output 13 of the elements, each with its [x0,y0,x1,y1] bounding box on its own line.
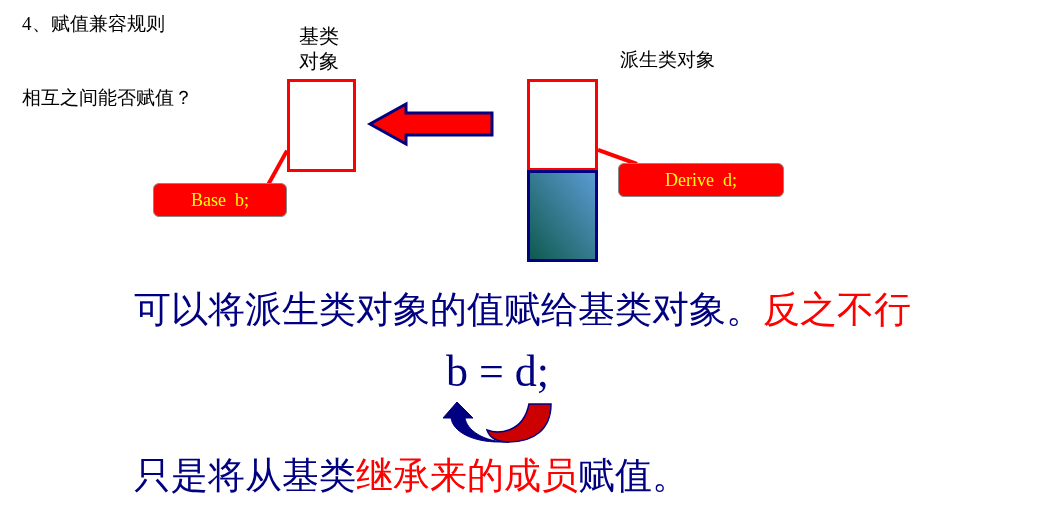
callout-bubble: Base b; [153,183,287,217]
block-arrow [366,101,494,147]
filled-block [527,170,598,262]
callout-tail [266,149,289,185]
sentence: 只是将从基类继承来的成员赋值。 [134,454,689,498]
question-text: 相互之间能否赋值？ [22,86,193,110]
object-box [527,79,598,171]
code-expression: b = d; [446,346,550,398]
callout-bubble: Derive d; [618,163,784,197]
sentence: 可以将派生类对象的值赋给基类对象。反之不行 [134,288,911,332]
box-heading: 基类对象 [299,24,340,74]
object-heading: 派生类对象 [620,48,715,72]
title: 4、赋值兼容规则 [22,12,165,36]
